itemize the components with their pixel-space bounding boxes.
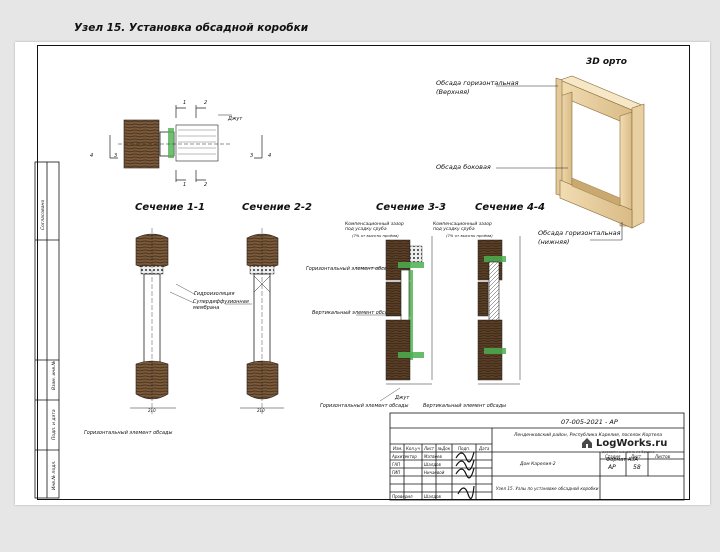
svg-text:2: 2: [204, 100, 207, 106]
tb-sheet-name: Узел 15. Узлы по установке обсадной коро…: [496, 486, 599, 491]
tb-sheet-num: 58: [633, 464, 641, 471]
svg-text:4: 4: [90, 153, 93, 159]
tb-h-kol: Кол.уч: [406, 446, 420, 451]
svg-text:210: 210: [257, 408, 265, 413]
doc-address: Ленденковский район, Республика Карелия,…: [514, 433, 663, 438]
tb-stage-label: Стадия: [605, 454, 621, 459]
tb-role-3: Проверил: [392, 494, 413, 499]
plan-detail: 1 2 1 2 4 4 3 3: [90, 100, 271, 188]
tb-h-list: Лист: [424, 446, 435, 451]
title-block-grid: [389, 412, 685, 501]
svg-text:3: 3: [250, 153, 253, 159]
section-1-1-drawing: 210: [130, 228, 197, 414]
signatures: [455, 451, 475, 500]
tb-h-sign: Подп.: [458, 446, 471, 451]
doc-code: 07-005-2021 - АР: [561, 418, 618, 426]
annot-comp-gap-sub-3: (7% от высоты проёма): [352, 233, 399, 238]
tb-name-2: Ничаевой: [424, 470, 445, 475]
sheet-format: Формат А3А: [606, 457, 638, 463]
plan-jute-label: Джут: [228, 116, 243, 122]
side-stamp-grid: [34, 161, 60, 499]
tb-sheets-label: Листов: [655, 454, 670, 459]
annot-vertical-element: Вертикальный элемент обсады: [312, 310, 396, 316]
logo-subtitle: деревянные дома из бревна: [602, 450, 655, 454]
section-2-2-drawing: 210: [225, 228, 284, 414]
stamp-agreed: Согласовано: [40, 200, 46, 230]
annot-horizontal-element: Горизонтальный элемент обсады: [84, 430, 173, 436]
tb-name-1: Шалдов: [424, 462, 441, 467]
tb-stage: АР: [608, 464, 616, 471]
frame-3d: [496, 75, 645, 241]
annot-horizontal-bottom: Горизонтальный элемент обсады: [320, 403, 409, 409]
logo-text: LogWorks.ru: [596, 437, 668, 449]
label-side-casing: Обсада боковая: [436, 163, 491, 171]
tb-h-izm: Изм.: [393, 446, 403, 451]
label-top-casing: Обсада горизонтальная (Верхняя): [436, 79, 519, 96]
drawing-title: Узел 15. Установка обсадной коробки: [74, 22, 309, 34]
tb-role-1: ГАП: [392, 462, 400, 467]
section-4-4-drawing: [477, 236, 521, 385]
svg-text:1: 1: [183, 100, 186, 106]
logworks-logo: LogWorks.ru: [581, 436, 667, 450]
tb-h-date: Дата: [479, 446, 490, 451]
svg-text:3: 3: [114, 153, 117, 159]
annot-comp-gap-4: Компенсационный зазор под усадку сруба: [433, 222, 492, 232]
section-3-title: Сечение 3-3: [376, 202, 447, 213]
annot-comp-gap-sub-4: (7% от высоты проёма): [446, 233, 493, 238]
tb-role-2: ГИП: [392, 470, 401, 475]
annot-membrane: Гидроизоляция: [194, 291, 235, 297]
tb-role-0: Архитектор: [392, 454, 417, 459]
annot-comp-gap-3: Компенсационный зазор под усадку сруба: [345, 222, 404, 232]
side-stamp-labels: Согласовано Взам. инв.№ Подп. и дата Инв…: [40, 200, 57, 490]
tb-h-doc: №Док: [438, 446, 451, 451]
view-3d-title: 3D орто: [586, 57, 627, 67]
svg-text:4: 4: [268, 153, 271, 159]
tb-building: Дом Карелия-2: [520, 462, 556, 467]
section-4-title: Сечение 4-4: [475, 202, 546, 213]
annot-jute: Джут: [395, 395, 410, 401]
house-icon: [581, 437, 593, 449]
svg-text:1: 1: [183, 182, 186, 188]
annot-horizontal-element-3: Горизонтальный элемент обсады: [306, 266, 395, 272]
stamp-replace: Взам. инв.№: [51, 361, 57, 390]
stamp-inventory: Инв.№ подл.: [51, 460, 57, 490]
tb-sheet-label: Лист: [631, 454, 642, 459]
label-bottom-casing: Обсада горизонтальная (нижняя): [538, 229, 621, 246]
section-3-3-drawing: [356, 236, 433, 402]
section-2-title: Сечение 2-2: [242, 202, 313, 213]
annot-vertical-bottom: Вертикальный элемент обсады: [423, 403, 507, 409]
stamp-sign-date: Подп. и дата: [51, 409, 57, 440]
svg-text:210: 210: [148, 408, 156, 413]
tb-name-3: Шалдов: [424, 494, 441, 499]
drawing-frame: [37, 45, 690, 500]
annot-superdiffusion: Супердиффузионная мембрана: [193, 299, 249, 311]
section-1-title: Сечение 1-1: [135, 202, 206, 213]
tb-name-0: Матвеев: [424, 454, 442, 459]
svg-text:2: 2: [204, 182, 207, 188]
